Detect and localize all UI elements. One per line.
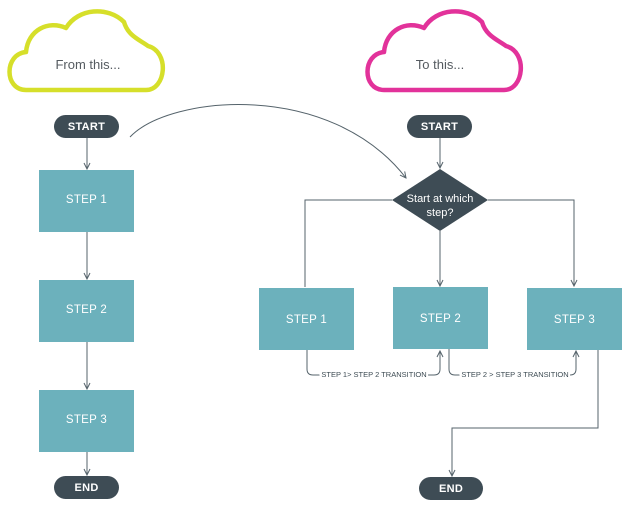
left-step3-box: STEP 3 (39, 390, 134, 452)
right-cloud: To this... (365, 9, 523, 93)
transform-curve-arrow (129, 104, 406, 178)
transition-step1-step2-line (306, 350, 440, 376)
decision-diamond: Start at which step? (392, 169, 488, 231)
cloud-to-label: To this... (416, 57, 464, 72)
right-step1-box: STEP 1 (259, 288, 354, 350)
decision-label-line1: Start at which (407, 193, 474, 205)
cloud-from-label: From this... (55, 57, 120, 72)
left-end-label: END (74, 482, 98, 494)
cloud-to-shape (365, 9, 523, 93)
right-step1-label: STEP 1 (286, 314, 327, 326)
cloud-from-shape (7, 9, 165, 93)
right-step2-label: STEP 2 (420, 313, 461, 325)
right-arrow-step3-end (452, 350, 599, 476)
decision-branch-step1 (304, 199, 392, 287)
left-step1-box: STEP 1 (39, 170, 134, 232)
decision-branch-step3 (488, 199, 574, 286)
decision-label-line2: step? (427, 207, 454, 219)
left-step2-box: STEP 2 (39, 280, 134, 342)
left-step3-label: STEP 3 (66, 414, 107, 426)
right-end-node: END (419, 477, 483, 500)
right-step2-box: STEP 2 (393, 287, 488, 349)
transition-step1-step2-label: STEP 1> STEP 2 TRANSITION (321, 370, 426, 379)
right-end-label: END (439, 483, 463, 495)
left-start-node: START (54, 115, 119, 138)
left-step1-label: STEP 1 (66, 194, 107, 206)
left-start-label: START (68, 121, 105, 133)
left-cloud: From this... (7, 9, 165, 93)
left-step2-label: STEP 2 (66, 304, 107, 316)
right-step3-label: STEP 3 (554, 314, 595, 326)
left-end-node: END (54, 476, 119, 499)
transition-step2-step3-label: STEP 2 > STEP 3 TRANSITION (461, 370, 568, 379)
right-step3-box: STEP 3 (527, 288, 622, 350)
right-start-label: START (421, 121, 458, 133)
right-start-node: START (407, 115, 472, 138)
transition-step2-step3-line (448, 349, 576, 376)
